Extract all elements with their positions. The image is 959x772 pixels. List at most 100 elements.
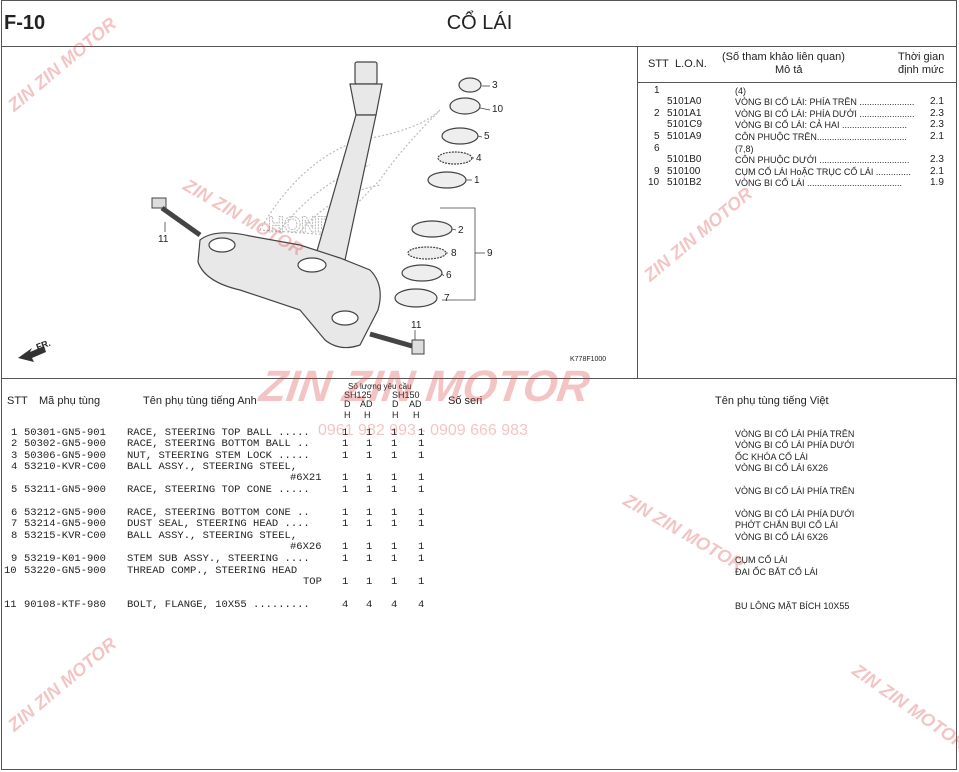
row-part-code: 90108-KTF-980	[24, 599, 106, 611]
row-qty: 1	[418, 484, 425, 496]
sub-h-2: H	[364, 410, 371, 420]
row-qty: 1	[342, 541, 349, 553]
row-qty: 1	[366, 472, 373, 484]
watermark-phone-center: 0961 982 993 - 0909 666 983	[318, 422, 528, 439]
lon-col-desc: Mô tả	[775, 64, 803, 76]
row-part-code: 53212-GN5-900	[24, 507, 106, 519]
row-qty: 1	[366, 507, 373, 519]
row-qty: 1	[342, 484, 349, 496]
row-qty: 1	[366, 553, 373, 565]
parts-col-stt: STT	[7, 395, 28, 407]
row-name-en-cont: #6X21	[290, 472, 322, 484]
callout-11-top: 11	[158, 234, 169, 245]
lon-header-divider	[637, 82, 957, 83]
row-name-vn: VÒNG BI CỔ LÁI PHÍA TRÊN	[735, 429, 855, 439]
lon-col-time-1: Thời gian	[898, 51, 945, 63]
row-qty: 1	[366, 438, 373, 450]
header-divider	[1, 46, 957, 47]
row-name-en: STEM SUB ASSY., STEERING ....	[127, 553, 310, 565]
callout-8: 8	[451, 248, 457, 259]
sub-col-ad-1: AD	[360, 399, 373, 409]
row-name-vn: CỤM CỔ LÁI	[735, 555, 788, 565]
row-stt: 8	[11, 530, 18, 542]
row-name-en: RACE, STEERING TOP BALL .....	[127, 427, 310, 439]
row-qty: 1	[391, 438, 398, 450]
row-name-vn: BU LÔNG MẶT BÍCH 10X55	[735, 601, 850, 611]
row-name-vn: VÒNG BI CỔ LÁI 6X26	[735, 532, 829, 542]
table-divider	[1, 378, 957, 379]
diagram-divider	[637, 46, 638, 378]
row-name-en: BALL ASSY., STEERING STEEL,	[127, 461, 298, 473]
sub-col-d-2: D	[392, 399, 399, 409]
sub-h-4: H	[413, 410, 420, 420]
exploded-diagram: HONDA	[18, 61, 491, 362]
lon-col-ref: (Số tham khảo liên quan)	[722, 51, 845, 63]
lon-col-lon: L.O.N.	[675, 58, 707, 70]
row-qty: 1	[391, 472, 398, 484]
row-qty: 4	[418, 599, 425, 611]
row-qty: 1	[391, 576, 398, 588]
row-qty: 1	[418, 472, 425, 484]
row-name-en: BOLT, FLANGE, 10X55 .........	[127, 599, 310, 611]
bearing-parts-bottom	[394, 220, 453, 308]
row-name-vn: PHỚT CHẮN BỤI CỔ LÁI	[735, 520, 839, 530]
row-qty: 1	[418, 553, 425, 565]
row-qty: 1	[391, 541, 398, 553]
row-qty: 1	[391, 507, 398, 519]
lon-col-stt: STT	[648, 58, 669, 70]
row-qty: 1	[342, 472, 349, 484]
row-stt: 5	[11, 484, 18, 496]
row-qty: 1	[342, 518, 349, 530]
callout-3: 3	[492, 80, 498, 91]
row-name-en: DUST SEAL, STEERING HEAD ....	[127, 518, 310, 530]
row-name-en: RACE, STEERING TOP CONE .....	[127, 484, 310, 496]
row-qty: 1	[366, 518, 373, 530]
parts-col-vn: Tên phụ tùng tiếng Việt	[715, 395, 829, 407]
row-qty: 1	[418, 427, 425, 439]
row-stt: 3	[11, 450, 18, 462]
page-title: CỔ LÁI	[446, 12, 513, 34]
row-qty: 4	[342, 599, 349, 611]
illustration-code: K778F1000	[570, 356, 607, 363]
row-part-code: 53210-KVR-C00	[24, 461, 106, 473]
row-name-en: THREAD COMP., STEERING HEAD	[127, 565, 298, 577]
leader-lines	[164, 85, 491, 340]
row-stt: 4	[11, 461, 18, 473]
row-part-code: 53220-GN5-900	[24, 565, 106, 577]
row-name-vn: VÒNG BI CỔ LÁI PHÍA TRÊN	[735, 486, 855, 496]
row-part-code: 53219-K01-900	[24, 553, 106, 565]
row-part-code: 50301-GN5-901	[24, 427, 106, 439]
row-name-en: RACE, STEERING BOTTOM CONE ..	[127, 507, 310, 519]
row-qty: 1	[366, 427, 373, 439]
sub-h-1: H	[344, 410, 351, 420]
row-qty: 1	[418, 541, 425, 553]
row-qty: 1	[342, 438, 349, 450]
row-qty: 1	[418, 507, 425, 519]
parts-col-serial: Số seri	[448, 395, 483, 407]
sub-col-d-1: D	[344, 399, 351, 409]
row-stt: 10	[4, 565, 17, 577]
row-qty: 1	[391, 553, 398, 565]
parts-col-qty: Số lượng yêu cầu	[348, 382, 412, 391]
row-qty: 1	[418, 450, 425, 462]
callout-1: 1	[474, 175, 480, 186]
callout-2: 2	[458, 225, 464, 236]
row-part-code: 53211-GN5-900	[24, 484, 106, 496]
row-qty: 1	[342, 427, 349, 439]
row-name-en: BALL ASSY., STEERING STEEL,	[127, 530, 298, 542]
row-stt: 6	[11, 507, 18, 519]
lon-col-time-2: định mức	[898, 64, 944, 76]
bearing-parts-top	[427, 77, 482, 189]
row-qty: 1	[391, 427, 398, 439]
row-qty: 1	[366, 484, 373, 496]
row-name-vn: VÒNG BI CỔ LÁI 6X26	[735, 463, 829, 473]
row-qty: 1	[342, 553, 349, 565]
row-qty: 1	[418, 576, 425, 588]
row-name-en-cont: TOP	[303, 576, 322, 588]
sub-col-ad-2: AD	[409, 399, 422, 409]
row-part-code: 53215-KVR-C00	[24, 530, 106, 542]
row-qty: 1	[391, 450, 398, 462]
row-qty: 4	[366, 599, 373, 611]
row-part-code: 53214-GN5-900	[24, 518, 106, 530]
watermark-brand-center: ZIN ZIN MOTOR	[256, 362, 593, 411]
